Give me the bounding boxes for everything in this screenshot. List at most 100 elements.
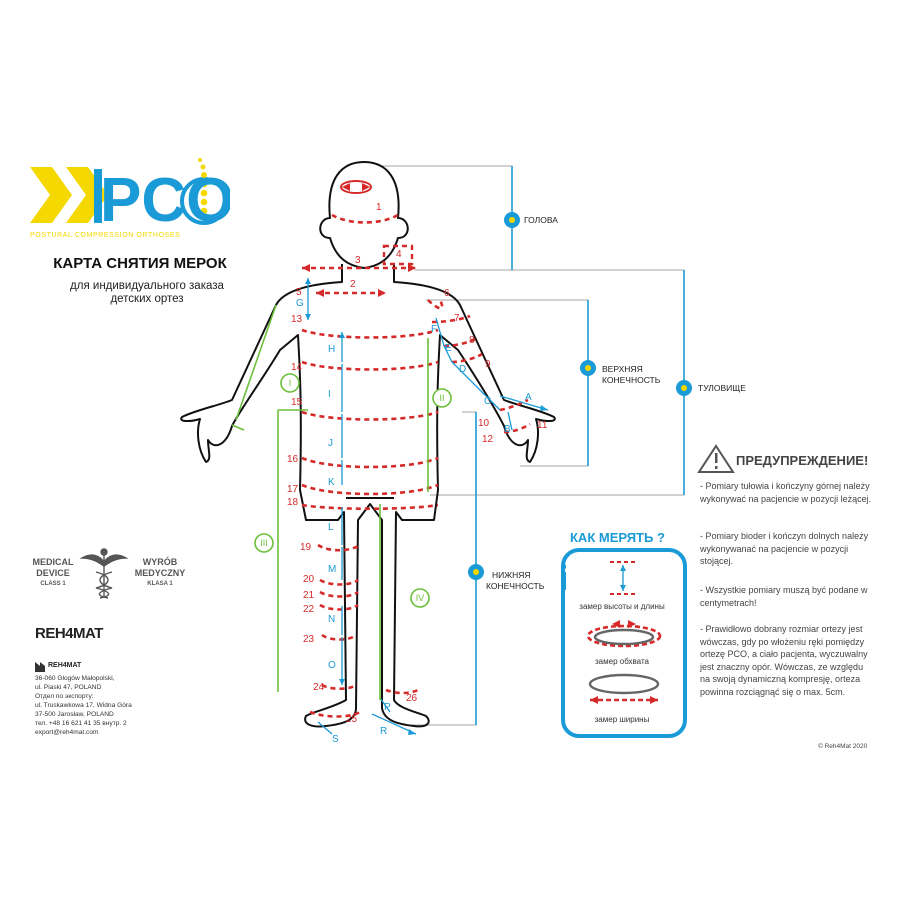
address-line-6: тел. +48 16 621 41 35 внутр. 2 <box>35 720 127 727</box>
red-arrowheads <box>302 183 416 297</box>
circumference-measure-icon <box>586 620 662 648</box>
medical-left-3: CLASS 1 <box>40 581 66 587</box>
label-5: 5 <box>296 287 302 298</box>
label-B: B <box>504 424 511 435</box>
label-H: H <box>328 344 335 355</box>
logo-subtitle: POSTURAL COMPRESSION ORTHOSES <box>30 232 181 239</box>
medical-device-label: MEDICAL DEVICE CLASS 1 <box>28 557 78 590</box>
label-14: 14 <box>291 362 303 373</box>
label-I: I <box>328 389 331 400</box>
label-6: 6 <box>444 288 450 299</box>
label-25: 25 <box>346 714 358 725</box>
label-3: 3 <box>355 255 361 266</box>
section-upper-label-2: КОНЕЧНОСТЬ <box>602 375 661 385</box>
width-measure-label: замер ширины <box>594 715 650 724</box>
label-D: D <box>459 364 466 375</box>
medical-left-2: DEVICE <box>36 568 70 578</box>
info-icon: i <box>559 560 568 598</box>
label-E: E <box>445 343 452 354</box>
warning-item-1: - Pomiary tułowia i kończyny górnej nale… <box>700 481 872 504</box>
section-head-label: ГОЛОВА <box>524 215 558 225</box>
label-12: 12 <box>482 434 494 445</box>
blue-letter-labels: A B C D E F G H I J K L M N O P R S <box>296 298 532 745</box>
address-line-1: 36-060 Głogów Małopolski, <box>35 675 115 682</box>
address-line-7[interactable]: export@reh4mat.com <box>35 729 99 736</box>
roman-label-I: I <box>289 378 292 388</box>
label-M: M <box>328 564 336 575</box>
section-lower-label-2: КОНЕЧНОСТЬ <box>486 581 545 591</box>
medical-right-1: WYRÓB <box>142 557 178 567</box>
company-address: 36-060 Głogów Małopolski, ul. Piaski 47,… <box>35 674 195 737</box>
label-O: O <box>328 660 336 671</box>
label-9: 9 <box>485 359 491 370</box>
label-15: 15 <box>291 397 303 408</box>
roman-label-III: III <box>260 538 268 548</box>
label-16: 16 <box>287 454 299 465</box>
caduceus-icon <box>79 548 129 599</box>
section-upper-label-1: ВЕРХНЯЯ <box>602 364 643 374</box>
address-line-4: ul. Truskawkowa 17, Widna Góra <box>35 702 132 709</box>
label-A: A <box>525 392 532 403</box>
label-22: 22 <box>303 604 315 615</box>
label-13: 13 <box>291 314 303 325</box>
label-18: 18 <box>287 497 299 508</box>
height-measure-icon <box>610 561 636 595</box>
green-lines <box>231 304 429 700</box>
section-labels: ГОЛОВА ВЕРХНЯЯ КОНЕЧНОСТЬ ТУЛОВИЩЕ НИЖНЯ… <box>486 215 746 591</box>
label-2: 2 <box>350 279 356 290</box>
logo-brand-text: PCO <box>100 166 230 235</box>
label-20: 20 <box>303 574 315 585</box>
label-7: 7 <box>454 313 460 324</box>
how-to-measure-box <box>561 548 687 738</box>
label-C: C <box>484 396 491 407</box>
subtitle-line-1: для индивидуального заказа <box>70 280 224 292</box>
factory-icon <box>35 662 45 672</box>
label-19: 19 <box>300 542 312 553</box>
medical-right-3: KLASA 1 <box>147 581 173 587</box>
circumference-measure-label: замер обхвата <box>595 657 649 666</box>
warning-title: ПРЕДУПРЕЖДЕНИЕ! <box>736 453 869 468</box>
subtitle-line-2: детских ортез <box>110 293 184 305</box>
section-lower-label-1: НИЖНЯЯ <box>492 570 531 580</box>
label-L: L <box>328 522 334 533</box>
address-line-3: Отдел по экспорту: <box>35 693 94 700</box>
label-G: G <box>296 298 304 309</box>
section-torso-label: ТУЛОВИЩЕ <box>698 383 746 393</box>
label-17: 17 <box>287 484 299 495</box>
warning-item-4: - Prawidłowo dobrany rozmiar ortezy jest… <box>700 624 868 697</box>
label-8: 8 <box>469 335 475 346</box>
reh4mat-logo: REH4MAT <box>35 625 103 642</box>
medical-left-1: MEDICAL <box>32 557 74 567</box>
label-S: S <box>332 734 339 745</box>
pco-logo: PCO <box>30 158 230 235</box>
page-title: КАРТА СНЯТИЯ МЕРОК <box>53 255 227 272</box>
red-number-labels: 1 2 3 4 5 6 7 8 9 10 11 12 13 14 15 16 1… <box>287 202 548 725</box>
warning-item-3: - Wszystkie pomiary muszą być podane w c… <box>700 585 868 608</box>
label-24: 24 <box>313 682 325 693</box>
address-line-5: 37-500 Jarosław, POLAND <box>35 711 114 718</box>
label-R: R <box>380 726 387 737</box>
company-name: REH4MAT <box>48 662 82 669</box>
height-measure-label: замер высоты и длины <box>579 602 665 611</box>
body-outline <box>180 161 556 728</box>
label-4: 4 <box>396 249 402 260</box>
width-measure-icon <box>588 673 660 704</box>
section-dots <box>468 212 692 580</box>
label-21: 21 <box>303 590 315 601</box>
label-26: 26 <box>406 693 418 704</box>
label-1: 1 <box>376 202 382 213</box>
wyrob-medyczny-label: WYRÓB MEDYCZNY KLASA 1 <box>130 557 190 590</box>
medical-right-2: MEDYCZNY <box>134 568 186 578</box>
warning-icon <box>697 444 735 473</box>
warning-item-2: - Pomiary bioder i kończyn dolnych należ… <box>700 531 869 566</box>
circumference-lines <box>301 213 531 718</box>
label-P: P <box>384 702 391 713</box>
length-lines <box>307 278 549 735</box>
label-23: 23 <box>303 634 315 645</box>
label-10: 10 <box>478 418 490 429</box>
page-subtitle: для индивидуального заказа детских ортез <box>42 280 252 306</box>
label-F: F <box>431 324 437 335</box>
copyright: © Reh4Mat 2020 <box>818 743 868 750</box>
roman-label-II: II <box>439 393 444 403</box>
